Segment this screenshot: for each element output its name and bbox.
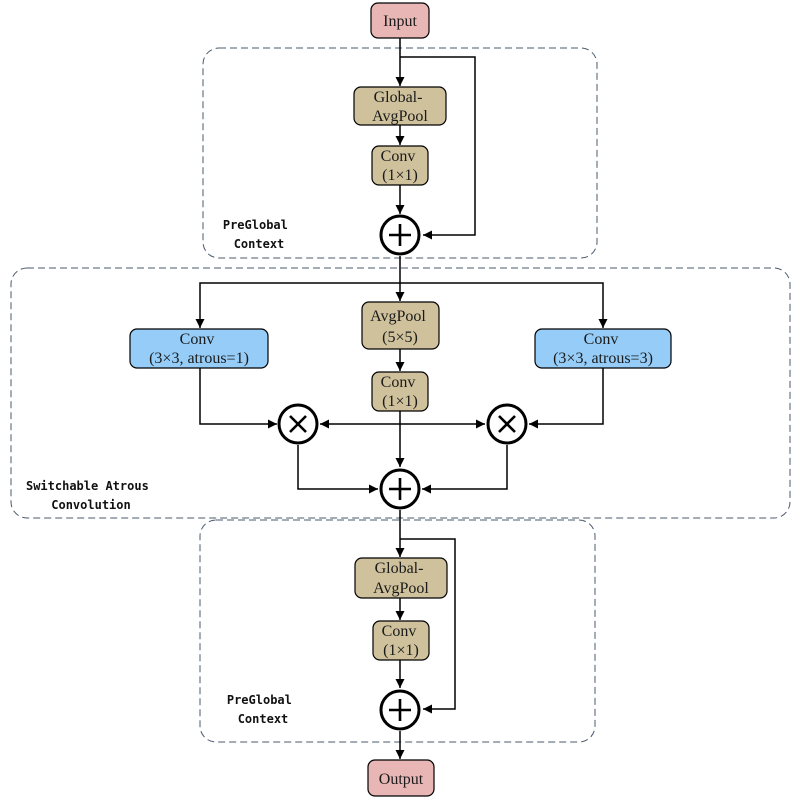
group-label-pre-global-top: PreGlobal Context bbox=[223, 218, 295, 251]
edge-conv-right-to-mul bbox=[529, 368, 604, 429]
avgpool-5x5-node: AvgPool (5×5) bbox=[361, 301, 440, 350]
svg-text:Global- AvgPool: Global- AvgPool bbox=[372, 89, 428, 125]
svg-text:Conv (1×1): Conv (1×1) bbox=[381, 148, 420, 184]
group-label-switchable-atrous: Switchable Atrous Convolution bbox=[26, 479, 156, 512]
add-op-bottom bbox=[379, 689, 421, 731]
conv-atrous-1-node: Conv (3×3, atrous=1) bbox=[129, 328, 269, 369]
edge-to-conv-left bbox=[195, 282, 400, 328]
svg-text:Output: Output bbox=[379, 771, 424, 788]
svg-text:Input: Input bbox=[383, 13, 417, 30]
conv-atrous-3-node: Conv (3×3, atrous=3) bbox=[534, 328, 672, 369]
edge-conv-left-to-mul bbox=[199, 368, 277, 429]
conv-1x1-node-top: Conv (1×1) bbox=[371, 145, 429, 186]
edge-skip-bottom bbox=[400, 538, 456, 714]
edge-to-conv-right bbox=[400, 282, 608, 328]
svg-text:Global- AvgPool: Global- AvgPool bbox=[373, 560, 429, 597]
svg-text:Conv (1×1): Conv (1×1) bbox=[382, 623, 421, 659]
edge-skip-top bbox=[400, 56, 476, 240]
svg-text:AvgPool (5×5): AvgPool (5×5) bbox=[370, 308, 430, 346]
multiply-op-right bbox=[486, 403, 528, 445]
svg-text:Conv (3×3, atrous=3): Conv (3×3, atrous=3) bbox=[553, 331, 653, 367]
conv-1x1-node-bottom: Conv (1×1) bbox=[372, 620, 430, 661]
conv-1x1-node-mid: Conv (1×1) bbox=[371, 371, 429, 412]
multiply-op-left bbox=[277, 403, 319, 445]
input-node: Input bbox=[370, 2, 430, 39]
output-node: Output bbox=[367, 759, 435, 797]
svg-text:Conv (3×3, atrous=1): Conv (3×3, atrous=1) bbox=[149, 331, 249, 367]
edge-mul-right-to-add bbox=[422, 445, 508, 494]
add-op-top bbox=[379, 214, 421, 256]
global-avgpool-node-top: Global- AvgPool bbox=[353, 86, 447, 126]
group-pre-global-context-bottom bbox=[199, 519, 596, 743]
add-op-mid bbox=[379, 468, 421, 510]
global-avgpool-node-bottom: Global- AvgPool bbox=[354, 557, 448, 599]
group-label-pre-global-bottom: PreGlobal Context bbox=[227, 693, 299, 726]
svg-text:Conv (1×1): Conv (1×1) bbox=[381, 374, 420, 410]
edge-mul-left-to-add bbox=[297, 445, 378, 494]
